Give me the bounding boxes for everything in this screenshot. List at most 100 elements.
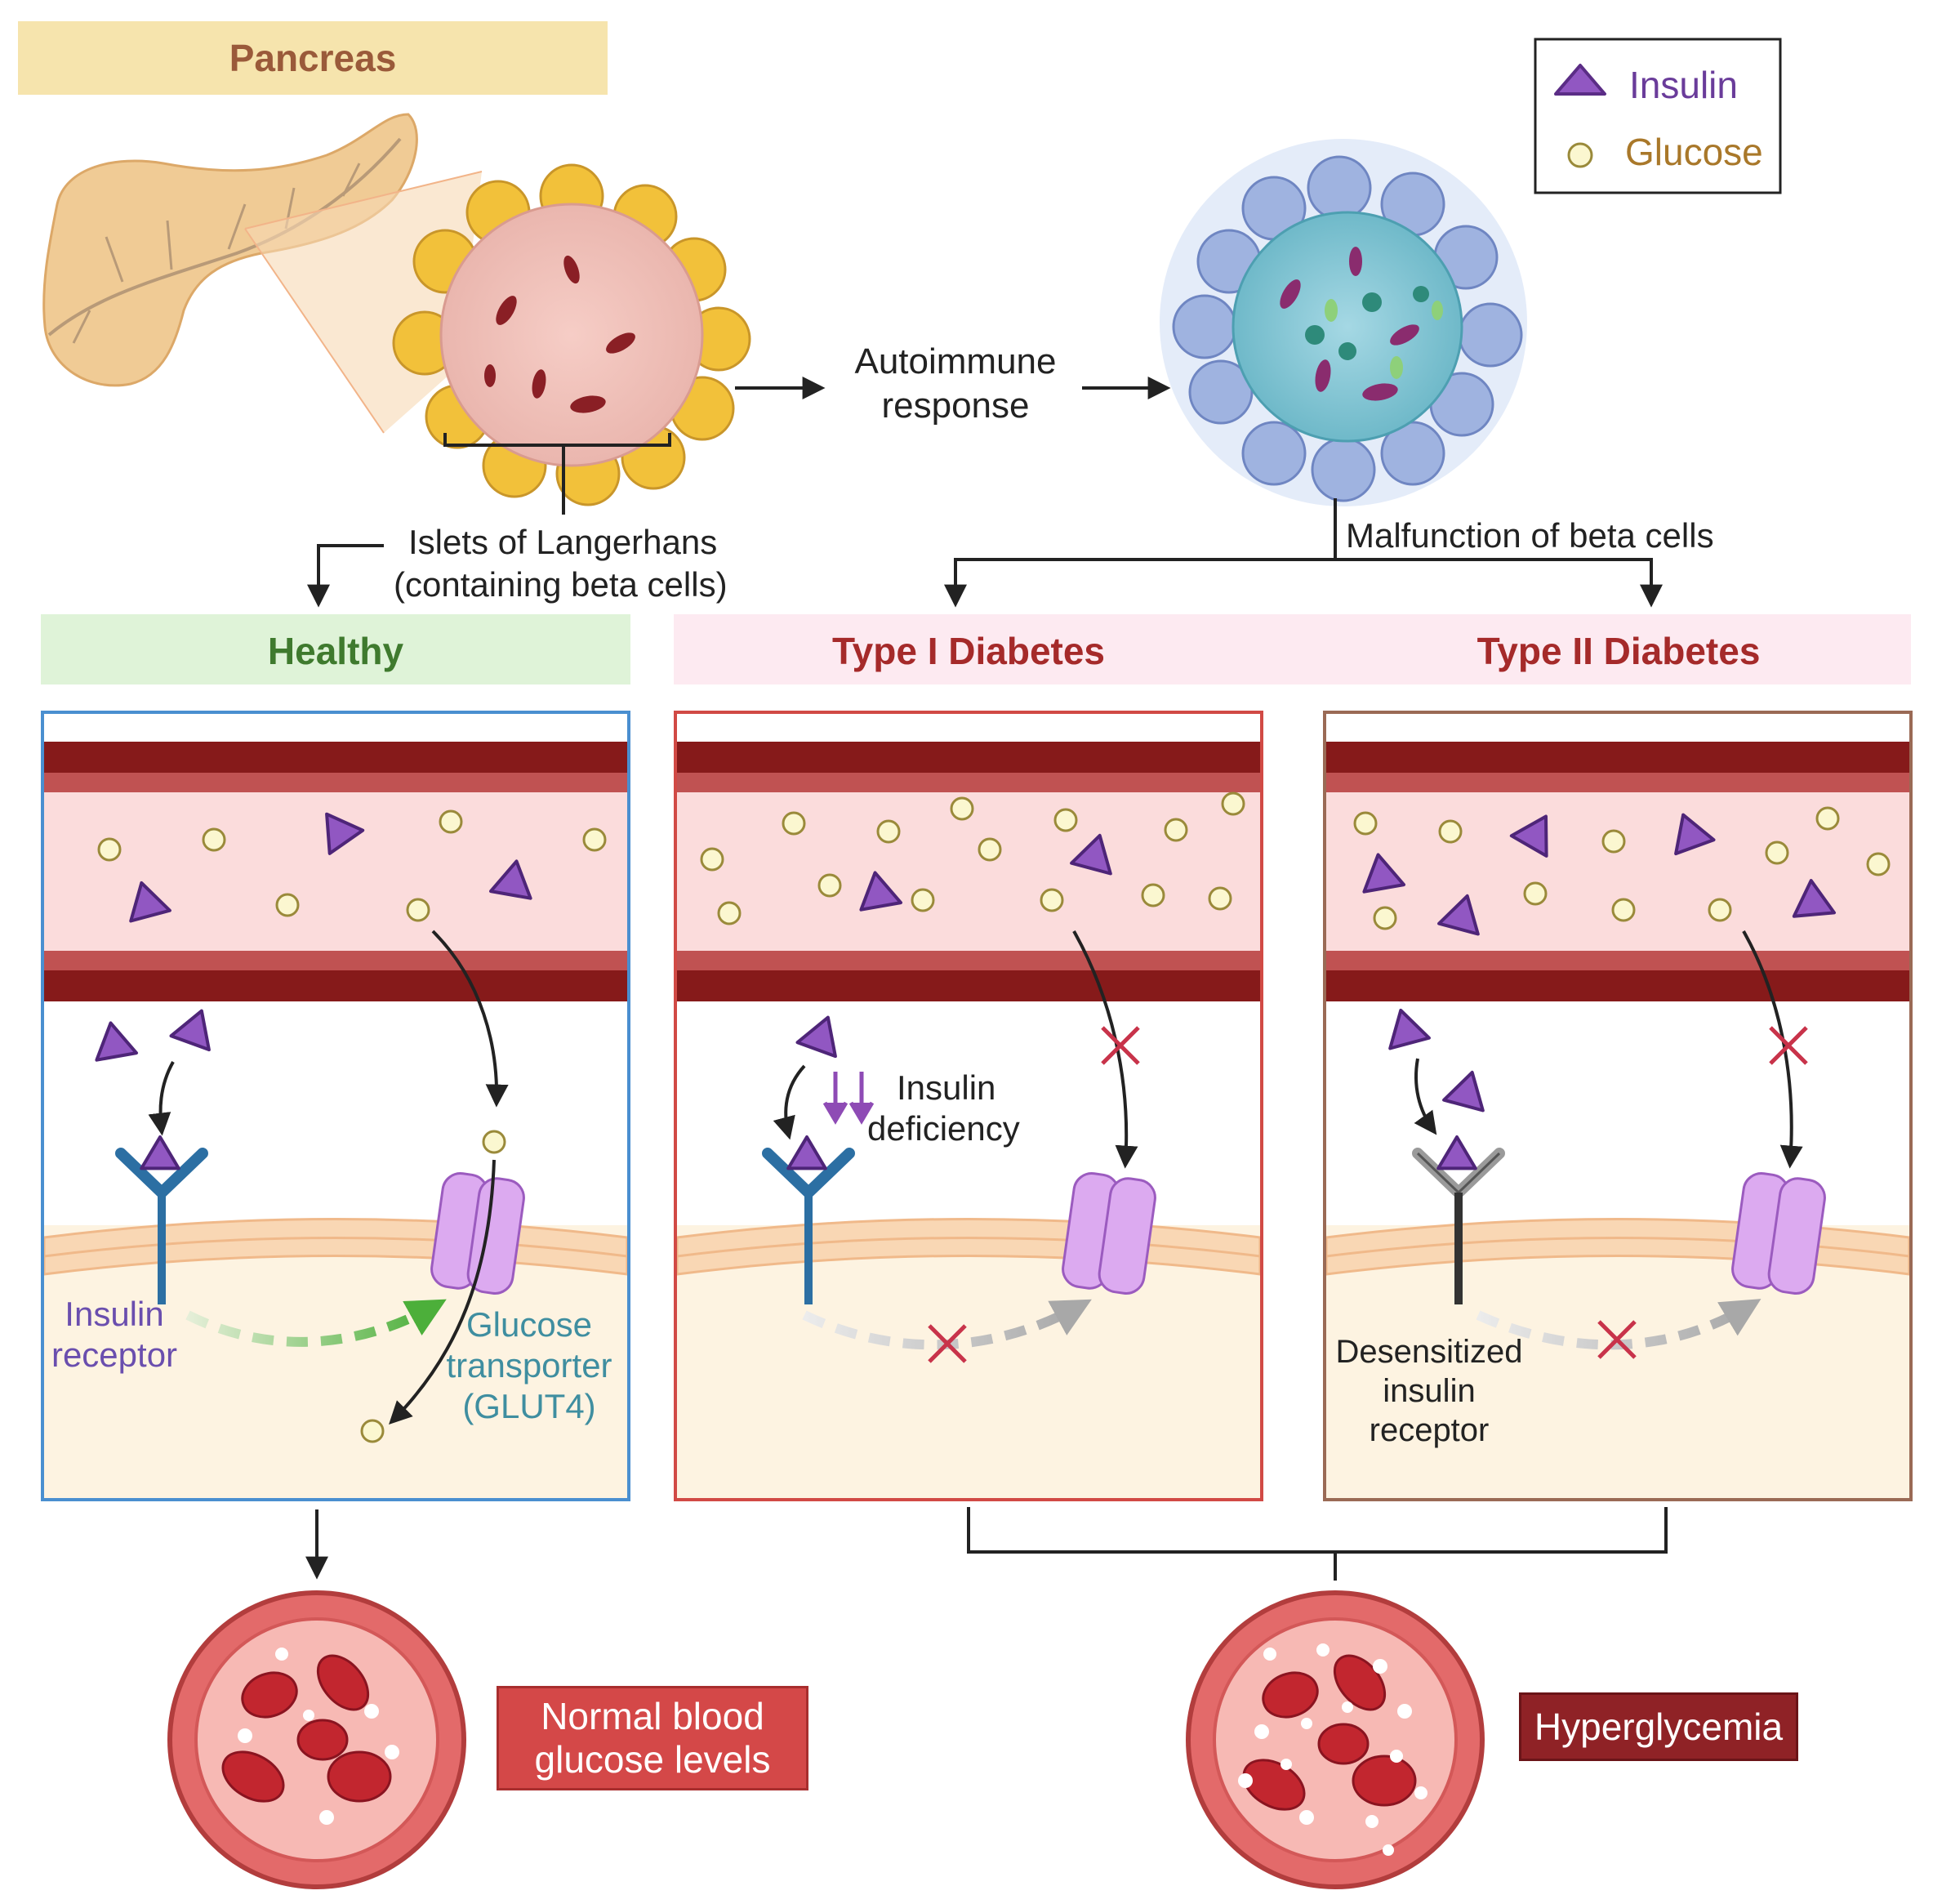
insulin-icon [786,1135,827,1170]
glut4-label-line1: Glucose [465,1305,593,1344]
vessel-lumen [677,792,1260,951]
vessel-wall-bottom-inner [44,951,627,970]
glut4-transporter-icon [1062,1172,1156,1295]
pancreas-label-bar [18,21,608,95]
glucose-icon [876,819,901,844]
insulin-icon [795,1015,837,1059]
insulin-icon [859,871,902,912]
inhibition-x-icon [1597,1320,1637,1359]
normal-glucose-tag: Normal blood glucose levels [497,1686,808,1790]
glucose-icon [1040,888,1064,912]
legend-insulin-icon [1554,64,1606,96]
desensitized-receptor-label-line2: insulin [1383,1373,1476,1409]
insulin-decrease-arrowheads [822,1101,875,1125]
vessel-wall-top-inner [44,773,627,792]
glucose-icon [817,873,842,898]
insulin-icon [325,812,365,855]
panel-art-healthy [42,742,629,1498]
pancreas-label: Pancreas [229,37,397,79]
glucose-icon [978,837,1002,862]
glucose-icon [582,827,607,852]
glucose-icon [1611,898,1636,922]
glucose-icon [950,796,974,821]
impaired-signaling-arrow [802,1299,1092,1350]
glucose-icon [1164,818,1188,842]
glucose-icon [1141,883,1165,907]
glucose-to-transporter-arrow [431,930,509,1108]
vessel-wall-bottom [677,970,1260,1001]
legend-glucose-label: Glucose [1625,131,1763,173]
panel-art-type2 [1325,742,1911,1498]
glucose-icon [1708,898,1732,922]
inhibition-x-icon [1769,1026,1808,1065]
insulin-binding-arrow [1414,1058,1437,1135]
vessel-lumen [1326,792,1909,951]
glucose-icon [700,847,724,872]
insulin-icon [1437,894,1480,936]
type2-panel [1323,711,1913,1501]
glucose-icon [1053,808,1078,832]
hyperglycemia-tag: Hyperglycemia [1519,1692,1798,1761]
glut4-right-half [466,1177,525,1295]
insulin-icon [1674,813,1716,856]
membrane-line [1325,1237,1910,1258]
diseased-islet [1160,139,1527,555]
vessel-wall-top-inner [677,773,1260,792]
insulin-icon [1792,879,1836,918]
desensitized-receptor-label-line3: receptor [1369,1412,1490,1448]
glucose-icon [1221,791,1245,816]
insulin-deficiency-label-line1: Insulin [897,1068,996,1107]
autoimmune-label-line1: Autoimmune [854,341,1057,381]
insulin-receptor-label-line2: receptor [51,1335,178,1374]
hyperglycemic-blood-vessel [1186,1590,1485,1889]
vessel-wall-top [1326,742,1909,773]
normal-glucose-line2: glucose levels [534,1738,771,1781]
glut4-right-half [1098,1177,1156,1295]
vessel-wall-top [44,742,627,773]
glucose-icon [482,1130,506,1154]
glucose-uptake-arrow [389,1159,496,1425]
glut4-transporter-icon [430,1172,525,1295]
vessel-wall-top-inner [1326,773,1909,792]
membrane-line [676,1237,1261,1258]
autoimmune-label-line2: response [881,386,1030,426]
hyperglycemia-label: Hyperglycemia [1534,1705,1784,1748]
membrane-line [43,1237,628,1258]
panel-art-type1 [675,742,1262,1498]
legend-insulin-label: Insulin [1629,64,1738,106]
insulin-deficiency-label-line2: deficiency [867,1109,1020,1148]
islets-label-line1: Islets of Langerhans [408,523,718,561]
insulin-icon [1442,1070,1485,1113]
insulin-icon [129,881,171,923]
inhibition-x-icon [928,1324,967,1363]
diabetes-header-bar [674,614,1911,684]
glut4-transporter-icon [1731,1172,1826,1295]
type1-panel [674,711,1263,1501]
glucose-icon [1438,819,1463,844]
insulin-icon [95,1021,138,1062]
desensitized-receptor-label-line1: Desensitized [1335,1334,1523,1370]
glucose-icon [1353,811,1378,836]
insulin-icon [169,1009,211,1052]
inhibition-x-icon [1101,1026,1140,1065]
glucose-icon [202,827,226,852]
malfunction-label: Malfunction of beta cells [1346,516,1714,555]
islets-label-line2: (containing beta cells) [394,565,728,604]
healthy-islet [392,163,751,515]
healthy-panel [41,711,630,1501]
healthy-header: Healthy [267,630,404,672]
glut4-label-line2: transporter [446,1346,612,1385]
glucose-icon [1523,881,1548,906]
vessel-wall-bottom-inner [1326,951,1909,970]
insulin-icon [489,859,532,900]
cytoplasm [44,1225,627,1498]
glucose-icon [406,898,430,922]
impaired-signaling-arrow [1476,1299,1762,1350]
insulin-receptor-icon [762,1148,855,1304]
vessel-wall-bottom [44,970,627,1001]
type1-header: Type I Diabetes [831,630,1106,672]
glut4-label-line3: (GLUT4) [462,1387,596,1425]
glut4-right-half [1767,1177,1826,1295]
insulin-icon [1509,814,1548,858]
insulin-icon [1436,1135,1477,1170]
